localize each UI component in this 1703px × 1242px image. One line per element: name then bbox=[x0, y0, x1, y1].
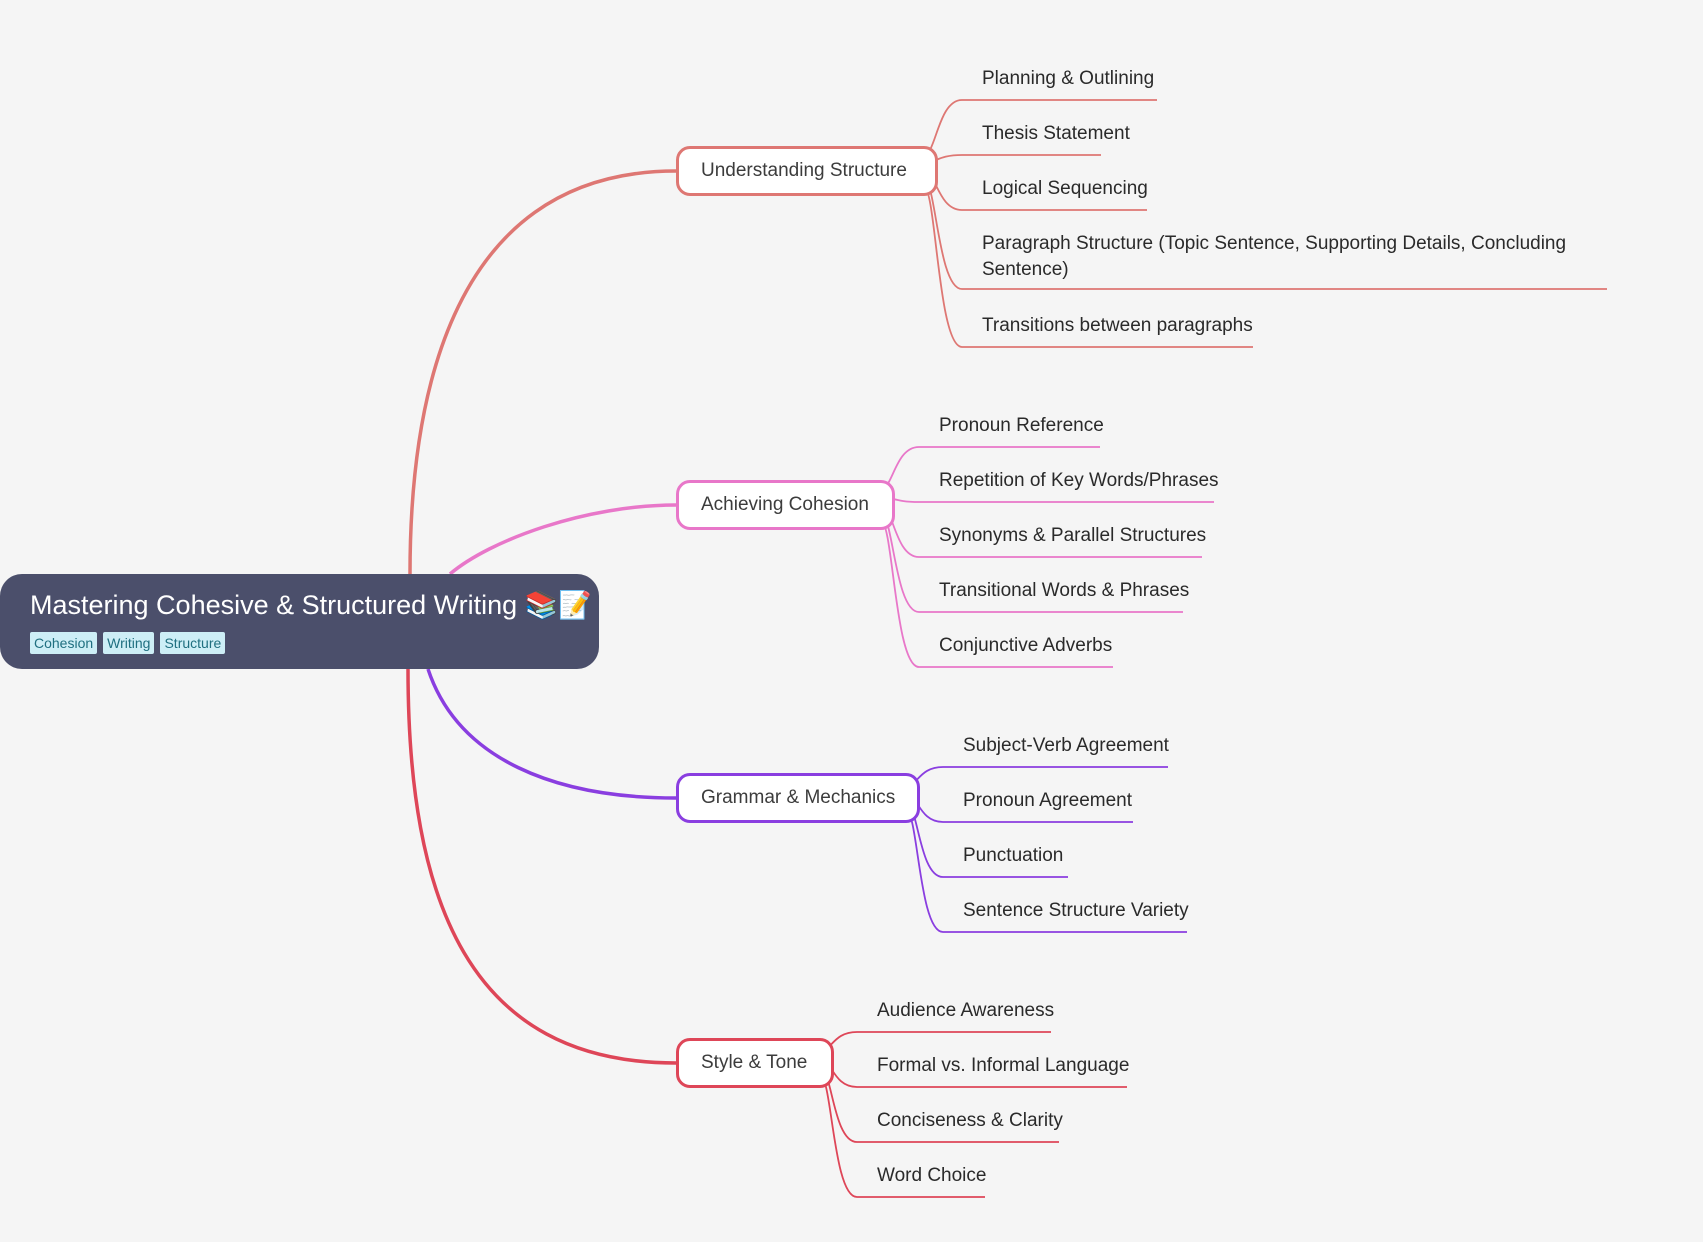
tag-structure[interactable]: Structure bbox=[160, 632, 226, 654]
connector-root-grammar-mechanics bbox=[426, 668, 677, 800]
leaf-logical-sequencing[interactable]: Logical Sequencing bbox=[982, 178, 1148, 199]
leaf-pronoun-agreement[interactable]: Pronoun Agreement bbox=[963, 790, 1133, 811]
leaf-planning-outlining[interactable]: Planning & Outlining bbox=[982, 68, 1155, 89]
connector-leaf-thesis-statement bbox=[923, 154, 1101, 164]
leaf-word-choice[interactable]: Word Choice bbox=[877, 1165, 987, 1186]
branch-grammar-mechanics[interactable]: Grammar & Mechanics bbox=[676, 773, 920, 823]
leaf-thesis-statement[interactable]: Thesis Statement bbox=[982, 123, 1130, 144]
connector-root-achieving-cohesion bbox=[448, 503, 677, 576]
leaf-sentence-structure-variety[interactable]: Sentence Structure Variety bbox=[963, 900, 1189, 921]
connector-leaf-subject-verb-agreement bbox=[905, 766, 1168, 787]
leaf-transitional-words-phrases[interactable]: Transitional Words & Phrases bbox=[939, 580, 1190, 601]
leaf-conjunctive-adverbs[interactable]: Conjunctive Adverbs bbox=[939, 635, 1113, 656]
leaf-punctuation[interactable]: Punctuation bbox=[963, 845, 1064, 866]
connector-leaf-audience-awareness bbox=[819, 1031, 1051, 1052]
branch-understanding-structure[interactable]: Understanding Structure bbox=[676, 146, 938, 196]
connector-root-understanding-structure bbox=[408, 169, 677, 575]
leaf-conciseness-clarity[interactable]: Conciseness & Clarity bbox=[877, 1110, 1063, 1131]
leaf-synonyms-parallel-structures[interactable]: Synonyms & Parallel Structures bbox=[939, 525, 1207, 546]
tag-list: Cohesion Writing Structure bbox=[30, 632, 599, 654]
branch-label: Achieving Cohesion bbox=[701, 494, 869, 515]
leaf-repetition-of-key-words-phrases[interactable]: Repetition of Key Words/Phrases bbox=[939, 470, 1219, 491]
leaf-audience-awareness[interactable]: Audience Awareness bbox=[877, 1000, 1055, 1021]
tag-cohesion[interactable]: Cohesion bbox=[30, 632, 98, 654]
leaf-pronoun-reference[interactable]: Pronoun Reference bbox=[939, 415, 1104, 436]
leaf-subject-verb-agreement[interactable]: Subject-Verb Agreement bbox=[963, 735, 1169, 756]
connector-root-style-tone bbox=[406, 668, 677, 1065]
branch-achieving-cohesion[interactable]: Achieving Cohesion bbox=[676, 480, 895, 530]
root-title: Mastering Cohesive & Structured Writing … bbox=[30, 590, 592, 620]
root-topic[interactable]: Mastering Cohesive & Structured Writing … bbox=[0, 574, 599, 669]
branch-label: Grammar & Mechanics bbox=[701, 787, 896, 808]
branch-label: Understanding Structure bbox=[701, 160, 907, 181]
branch-label: Style & Tone bbox=[701, 1052, 808, 1073]
leaf-transitions-between-paragraphs[interactable]: Transitions between paragraphs bbox=[982, 315, 1253, 336]
tag-writing[interactable]: Writing bbox=[103, 632, 155, 654]
connector-leaf-repetition-of-key-words-phrases bbox=[880, 496, 1214, 503]
branch-style-tone[interactable]: Style & Tone bbox=[676, 1038, 834, 1088]
leaf-paragraph-structure-topic-sentence-supporting-details-concluding-sentence[interactable]: Paragraph Structure (Topic Sentence, Sup… bbox=[982, 233, 1567, 280]
leaf-formal-vs-informal-language[interactable]: Formal vs. Informal Language bbox=[877, 1055, 1130, 1076]
